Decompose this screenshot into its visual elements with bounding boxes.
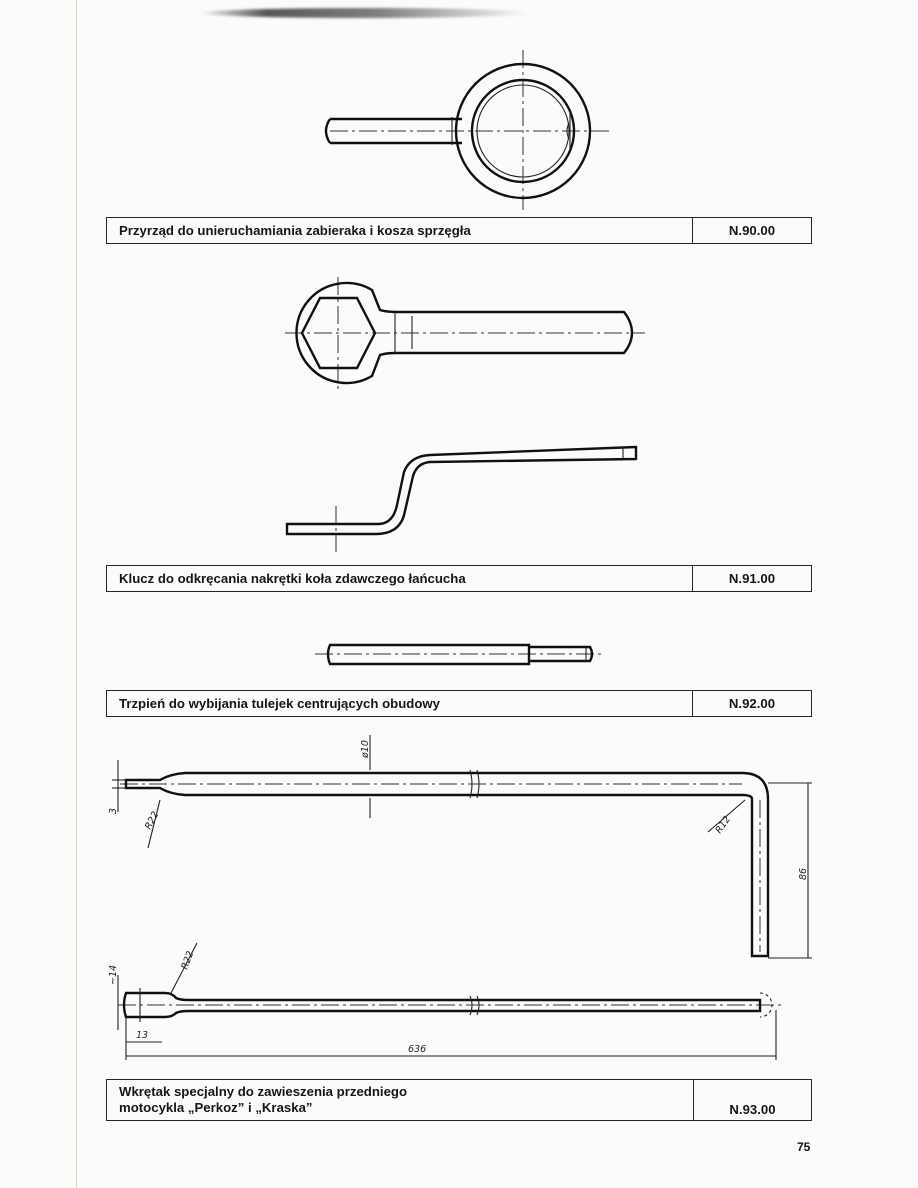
tool-caption-n9200: Trzpień do wybijania tulejek centrującyc… bbox=[106, 690, 812, 717]
tool-code: N.92.00 bbox=[692, 691, 811, 716]
tool-description-line-2: motocykla „Perkoz” i „Kraska” bbox=[119, 1100, 313, 1115]
tool-description: Klucz do odkręcania nakrętki koła zdawcz… bbox=[119, 570, 466, 586]
tool-caption-n9100: Klucz do odkręcania nakrętki koła zdawcz… bbox=[106, 565, 812, 592]
dimension-86: 86 bbox=[798, 868, 809, 880]
tool-code: N.91.00 bbox=[692, 566, 811, 591]
dimension-636: 636 bbox=[408, 1044, 426, 1055]
tool-caption-n9300: Wkrętak specjalny do zawieszenia przedni… bbox=[106, 1079, 812, 1121]
dimension-d10: ø10 bbox=[360, 740, 371, 759]
drawing-sprocket-wrench bbox=[285, 277, 645, 552]
tool-description-line-1: Wkrętak specjalny do zawieszenia przedni… bbox=[119, 1084, 408, 1099]
scan-margin-line bbox=[76, 0, 77, 1188]
tool-description: Przyrząd do unieruchamiania zabieraka i … bbox=[119, 222, 471, 238]
tool-code: N.93.00 bbox=[693, 1080, 811, 1120]
dimension-r22-bottom: R22 bbox=[179, 950, 196, 971]
dimension-14: ~14 bbox=[108, 965, 119, 985]
page-number: 75 bbox=[797, 1140, 811, 1154]
dimension-r12: R12 bbox=[713, 814, 733, 836]
tool-caption-n9000: Przyrząd do unieruchamiania zabieraka i … bbox=[106, 217, 812, 244]
drawing-clutch-holder bbox=[324, 50, 612, 210]
drawing-special-screwdriver: ø10 R22 R12 3 86 ~14 R22 13 636 bbox=[108, 735, 812, 1060]
tool-description: Trzpień do wybijania tulejek centrującyc… bbox=[119, 695, 440, 711]
tool-code: N.90.00 bbox=[692, 218, 811, 243]
drawing-bushing-punch bbox=[315, 643, 605, 666]
tool-description: Wkrętak specjalny do zawieszenia przedni… bbox=[107, 1080, 693, 1120]
dimension-13: 13 bbox=[136, 1030, 148, 1041]
scan-shadow bbox=[200, 8, 530, 18]
dimension-3: 3 bbox=[108, 808, 119, 814]
dimension-r22-top: R22 bbox=[143, 810, 161, 832]
